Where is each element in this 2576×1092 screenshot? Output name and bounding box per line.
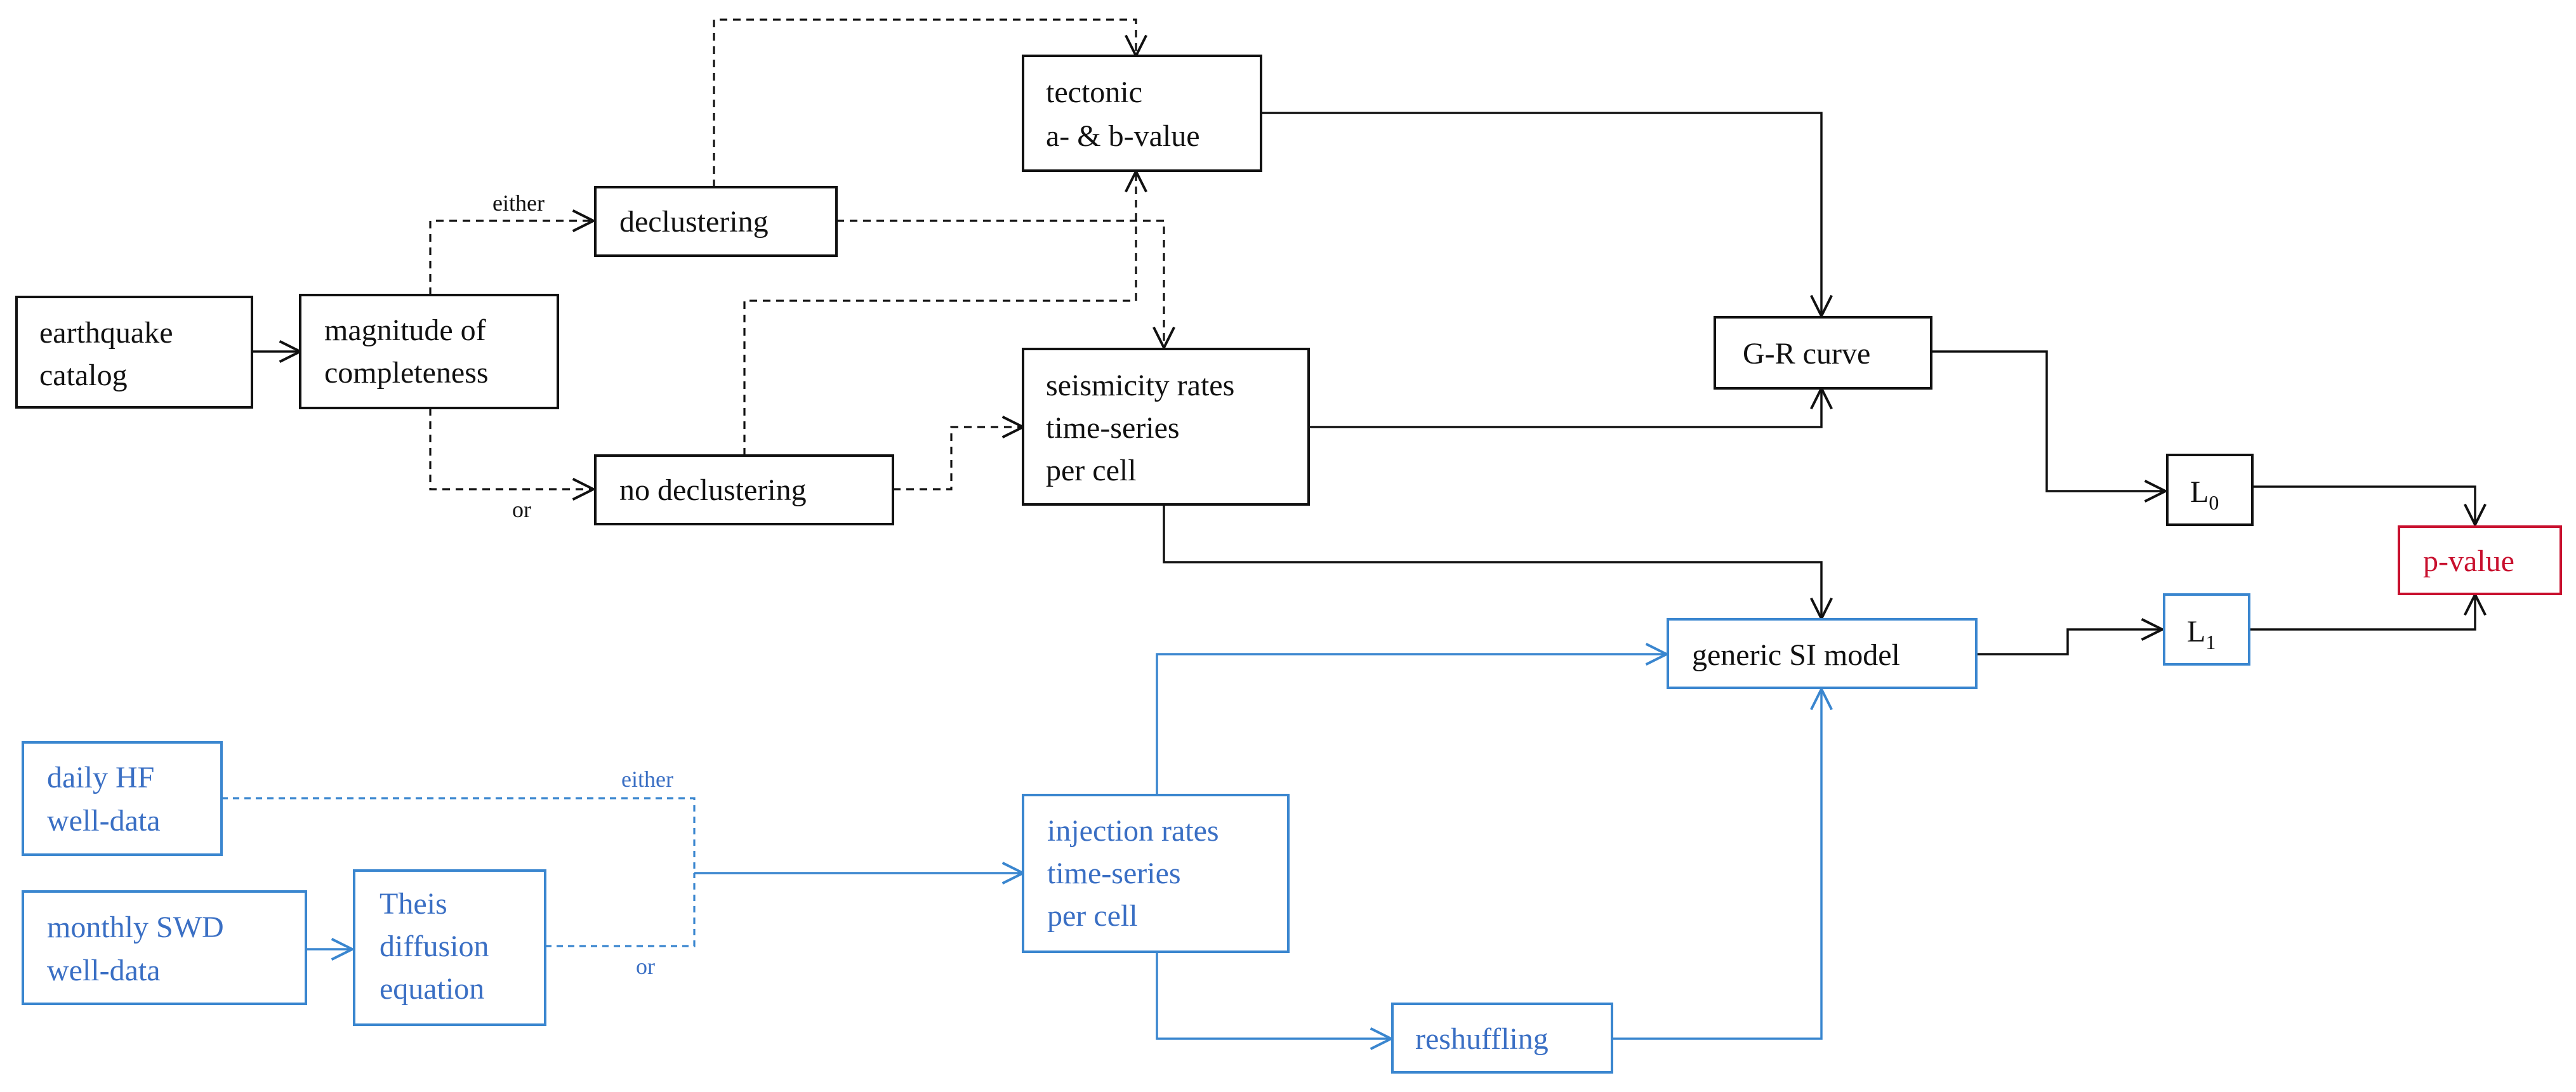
edge-gr-to-l0 bbox=[1931, 350, 2165, 491]
node-tectonic-ab-value: tectonic a- & b-value bbox=[1022, 55, 1262, 172]
reshuffling-label: reshuffling bbox=[1415, 1022, 1549, 1056]
edge-no-declustering-to-seismicity bbox=[893, 427, 1023, 490]
tectonic-line-2: a- & b-value bbox=[1046, 119, 1200, 153]
node-gr-curve: G-R curve bbox=[1714, 316, 1932, 390]
declustering-label: declustering bbox=[619, 205, 769, 239]
label-top-or: or bbox=[512, 497, 531, 522]
connectors-black-solid bbox=[252, 112, 2475, 655]
edge-reshuffling-to-generic bbox=[1612, 689, 1821, 1040]
monthly-swd-line-1: monthly SWD bbox=[47, 911, 224, 944]
injection-line-3: per cell bbox=[1047, 899, 1138, 933]
earthquake-catalog-line-1: earthquake bbox=[39, 316, 173, 350]
connectors-black-dashed bbox=[429, 18, 1164, 490]
l0-label: L0 bbox=[2190, 475, 2219, 514]
label-top-either: either bbox=[492, 190, 545, 216]
node-monthly-swd-well-data: monthly SWD well-data bbox=[22, 890, 307, 1005]
label-bottom-or: or bbox=[636, 954, 655, 979]
theis-line-1: Theis bbox=[380, 887, 447, 921]
l1-subscript: 1 bbox=[2205, 631, 2216, 654]
node-earthquake-catalog: earthquake catalog bbox=[15, 296, 253, 409]
edge-tectonic-to-gr bbox=[1261, 112, 1821, 316]
l1-main: L bbox=[2187, 615, 2205, 648]
node-daily-hf-well-data: daily HF well-data bbox=[22, 741, 223, 856]
node-p-value: p-value bbox=[2398, 525, 2562, 595]
p-value-label: p-value bbox=[2423, 544, 2514, 578]
edge-seismicity-to-generic bbox=[1163, 504, 1821, 619]
l1-label: L1 bbox=[2187, 615, 2216, 654]
earthquake-catalog-line-2: catalog bbox=[39, 359, 128, 392]
edge-injection-to-reshuffling bbox=[1156, 952, 1391, 1039]
connectors-blue-solid bbox=[306, 654, 1821, 1039]
edge-declustering-to-tectonic bbox=[713, 18, 1136, 187]
magnitude-completeness-line-1: magnitude of bbox=[324, 313, 486, 347]
node-l1: L1 bbox=[2163, 593, 2250, 666]
branch-labels: either or either or bbox=[492, 190, 673, 979]
magnitude-completeness-line-2: completeness bbox=[324, 356, 489, 390]
edge-completeness-to-declustering bbox=[429, 221, 593, 295]
edge-theis-to-merge bbox=[545, 873, 696, 947]
node-declustering: declustering bbox=[594, 186, 838, 257]
connectors-blue-dashed bbox=[221, 797, 696, 947]
edge-seismicity-to-gr bbox=[1309, 388, 1821, 428]
daily-hf-line-2: well-data bbox=[47, 804, 161, 838]
node-injection-rates: injection rates time-series per cell bbox=[1022, 794, 1290, 953]
injection-line-1: injection rates bbox=[1047, 814, 1219, 848]
seismicity-line-2: time-series bbox=[1046, 411, 1180, 445]
node-seismicity-rates: seismicity rates time-series per cell bbox=[1022, 348, 1310, 506]
label-bottom-either: either bbox=[621, 766, 673, 792]
injection-line-2: time-series bbox=[1047, 857, 1181, 890]
edge-l1-to-pvalue bbox=[2249, 595, 2475, 631]
node-reshuffling: reshuffling bbox=[1391, 1003, 1613, 1074]
node-l0: L0 bbox=[2166, 454, 2254, 526]
edge-no-declustering-to-tectonic bbox=[743, 171, 1136, 456]
edge-declustering-to-seismicity bbox=[836, 220, 1164, 348]
l0-subscript: 0 bbox=[2209, 491, 2219, 514]
l0-main: L bbox=[2190, 475, 2209, 509]
gr-curve-label: G-R curve bbox=[1743, 337, 1870, 371]
monthly-swd-line-2: well-data bbox=[47, 954, 161, 987]
edge-generic-to-l1 bbox=[1976, 629, 2162, 655]
daily-hf-line-1: daily HF bbox=[47, 761, 154, 794]
edge-completeness-to-no-declustering bbox=[429, 408, 593, 489]
seismicity-line-1: seismicity rates bbox=[1046, 369, 1234, 402]
node-no-declustering: no declustering bbox=[594, 454, 894, 525]
node-generic-si-model: generic SI model bbox=[1667, 618, 1978, 689]
node-theis-diffusion-equation: Theis diffusion equation bbox=[353, 869, 546, 1026]
theis-line-3: equation bbox=[380, 972, 484, 1006]
edge-l0-to-pvalue bbox=[2252, 485, 2475, 525]
theis-line-2: diffusion bbox=[380, 930, 489, 963]
seismicity-line-3: per cell bbox=[1046, 454, 1137, 487]
node-magnitude-of-completeness: magnitude of completeness bbox=[299, 294, 559, 409]
tectonic-line-1: tectonic bbox=[1046, 76, 1142, 109]
edge-injection-to-generic bbox=[1156, 654, 1667, 795]
generic-si-label: generic SI model bbox=[1692, 638, 1900, 672]
edge-hf-to-merge bbox=[221, 797, 696, 873]
no-declustering-label: no declustering bbox=[619, 473, 807, 507]
